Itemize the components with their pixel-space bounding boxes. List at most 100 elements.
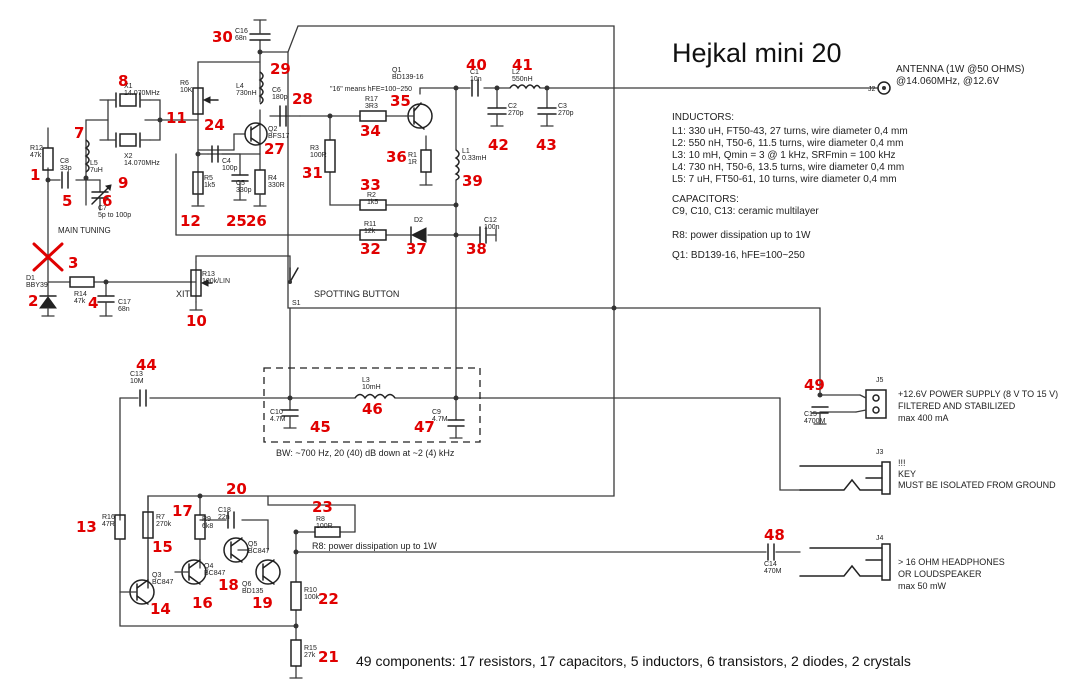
- switch-s1: [288, 267, 299, 284]
- part-label-c7-ref: C7: [98, 205, 107, 212]
- components: [32, 19, 891, 679]
- part-label-r6-ref: R6: [180, 80, 189, 87]
- part-label-c15-value: 4700M: [804, 418, 826, 425]
- part-label-c17-value: 68n: [118, 306, 130, 313]
- part-label-c3-value: 270p: [558, 110, 574, 117]
- annotation-number-49: 49: [804, 376, 825, 394]
- part-label-r15-value: 27k: [304, 652, 316, 659]
- part-label-r4-value: 330R: [268, 182, 285, 189]
- key-jack-j3: [799, 461, 891, 495]
- transistor-q3: [119, 579, 155, 605]
- annotation-number-23: 23: [312, 498, 333, 516]
- resistor-r15: [289, 639, 303, 679]
- annotation-number-25: 25: [226, 212, 247, 230]
- part-label-r2-ref: R2: [367, 192, 376, 199]
- part-label-q6-value: BD135: [242, 588, 264, 595]
- part-label-r9-ref: R9: [202, 516, 211, 523]
- part-label-c9-ref: C9: [432, 409, 441, 416]
- resistor-r8: [314, 526, 341, 538]
- part-label-c16-ref: C16: [235, 28, 248, 35]
- junction-dots: [45, 49, 823, 629]
- part-label-c6-ref: C6: [272, 87, 281, 94]
- part-label-c4-value: 100p: [222, 165, 238, 172]
- annotation-number-29: 29: [270, 60, 291, 78]
- inductors-header: INDUCTORS:: [672, 112, 734, 123]
- note-q1: Q1: BD139-16, hFE=100~250: [672, 250, 805, 261]
- part-label-q2-value: BFS17: [268, 133, 290, 140]
- diode-d2: [410, 226, 427, 244]
- annotation-number-5: 5: [62, 192, 72, 210]
- transistor-q1: [405, 102, 433, 130]
- part-label-c5-ref: C5: [236, 180, 245, 187]
- annotation-number-47: 47: [414, 418, 435, 436]
- resistor-r14: [69, 276, 95, 288]
- key-line1: !!!: [898, 458, 906, 468]
- part-label-r5-ref: R5: [204, 175, 213, 182]
- inductor-l5: [84, 139, 90, 173]
- part-label-s1-ref: S1: [292, 300, 301, 307]
- part-label-q1-ref: Q1: [392, 67, 401, 74]
- resistor-r11: [359, 229, 387, 241]
- annotation-number-35: 35: [390, 92, 411, 110]
- part-label-q3-value: BC847: [152, 579, 174, 586]
- resistor-r1: [419, 149, 433, 186]
- part-label-c17-ref: C17: [118, 299, 131, 306]
- filter-box: [263, 367, 481, 443]
- part-label-c12-ref: C12: [484, 217, 497, 224]
- note-l2: L2: 550 nH, T50-6, 11.5 turns, wire diam…: [672, 138, 903, 149]
- part-label-q3-ref: Q3: [152, 572, 161, 579]
- part-label-r16-value: 47R: [102, 521, 115, 528]
- annotation-number-4: 4: [88, 294, 98, 312]
- part-label-l1-ref: L1: [462, 148, 470, 155]
- part-label-l5-ref: L5: [90, 160, 98, 167]
- capacitor-c9: [447, 419, 465, 439]
- crystal-x1: [107, 92, 151, 108]
- note-l1: L1: 330 uH, FT50-43, 27 turns, wire diam…: [672, 126, 908, 137]
- part-label-r5-value: 1k5: [204, 182, 215, 189]
- part-label-l2-value: 550nH: [512, 76, 533, 83]
- annotation-number-38: 38: [466, 240, 487, 258]
- part-label-r3-ref: R3: [310, 145, 319, 152]
- part-label-r12-ref: R12: [30, 145, 43, 152]
- part-label-q2-ref: Q2: [268, 126, 277, 133]
- part-label-r2-value: 1k5: [367, 199, 378, 206]
- part-label-c12-value: 100n: [484, 224, 500, 231]
- part-label-c13-ref: C13: [130, 371, 143, 378]
- note-caps: C9, C10, C13: ceramic multilayer: [672, 206, 819, 217]
- part-label-j5-ref: J5: [876, 377, 884, 384]
- inductor-l1: [454, 149, 460, 181]
- j2-ref: J2: [868, 86, 876, 93]
- annotation-number-30: 30: [212, 28, 233, 46]
- annotation-number-40: 40: [466, 56, 487, 74]
- part-label-c18-ref: C18: [218, 507, 231, 514]
- antenna-line2: @14.060MHz, @12.6V: [896, 76, 999, 87]
- part-label-c14-value: 470M: [764, 568, 782, 575]
- transistor-q6: [255, 559, 281, 585]
- part-label-c8-ref: C8: [60, 158, 69, 165]
- annotation-number-26: 26: [246, 212, 267, 230]
- part-label-d1-ref: D1: [26, 275, 35, 282]
- component-summary: 49 components: 17 resistors, 17 capacito…: [356, 653, 911, 669]
- part-label-c18-value: 22n: [218, 514, 230, 521]
- part-label-x1-ref: X1: [124, 83, 133, 90]
- inductor-l2: [509, 84, 541, 90]
- capacitor-c12: [479, 226, 497, 244]
- part-label-l3-value: 10mH: [362, 384, 381, 391]
- wires: [47, 25, 879, 679]
- part-label-d1-value: BBY39: [26, 282, 48, 289]
- antenna-connector-j2: [877, 81, 891, 95]
- part-label-r7-ref: R7: [156, 514, 165, 521]
- part-label-r13-ref: R13: [202, 271, 215, 278]
- part-label-r10-ref: R10: [304, 587, 317, 594]
- power-connector-j5: [855, 389, 887, 419]
- part-label-q4-ref: Q4: [204, 563, 213, 570]
- annotation-number-36: 36: [386, 148, 407, 166]
- part-label-c7-value: 5p to 100p: [98, 212, 131, 219]
- r8-note: R8: power dissipation up to 1W: [312, 541, 437, 551]
- part-label-c1-value: 10n: [470, 76, 482, 83]
- annotation-number-34: 34: [360, 122, 381, 140]
- part-label-r17-ref: R17: [365, 96, 378, 103]
- annotation-number-31: 31: [302, 164, 323, 182]
- annotation-number-45: 45: [310, 418, 331, 436]
- part-label-c10-ref: C10: [270, 409, 283, 416]
